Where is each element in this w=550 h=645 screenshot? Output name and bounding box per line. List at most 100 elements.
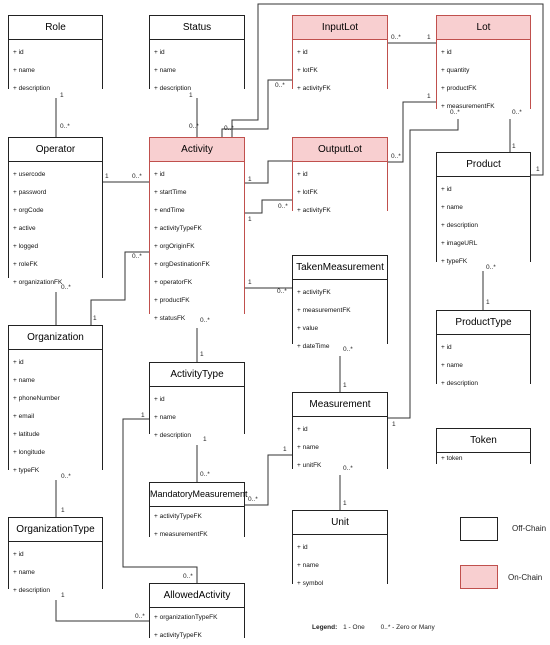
multiplicity-label: 0..*	[132, 253, 142, 260]
entity-attribute: + id	[297, 544, 308, 551]
multiplicity-label: 0..*	[391, 153, 401, 160]
multiplicity-label: 0..*	[391, 34, 401, 41]
multiplicity-label: 1	[200, 351, 204, 358]
multiplicity-label: 1	[248, 176, 252, 183]
multiplicity-label: 0..*	[278, 203, 288, 210]
entity-attribute: + id	[441, 186, 452, 193]
multiplicity-label: 1	[203, 436, 207, 443]
entity-outputlot: OutputLot + id + lotFK + activityFK	[292, 137, 388, 220]
entity-title: TakenMeasurement	[293, 256, 387, 280]
entity-attribute: + orgDestinationFK	[154, 261, 210, 268]
multiplicity-label: 1	[283, 446, 287, 453]
entity-measurement: Measurement + id + name + unitFK	[292, 392, 388, 475]
entity-title: InputLot	[293, 16, 387, 40]
entity-attribute: + productFK	[441, 85, 477, 92]
entity-title: Role	[9, 16, 102, 40]
entity-attribute: + id	[154, 171, 165, 178]
entity-attribute: + phoneNumber	[13, 395, 60, 402]
multiplicity-label: 1	[512, 143, 516, 150]
multiplicity-label: 1	[427, 34, 431, 41]
entity-attribute: + measurementFK	[154, 531, 208, 538]
entity-attribute: + active	[13, 225, 36, 232]
multiplicity-label: 0..*	[450, 109, 460, 116]
entity-attribute: + startTime	[154, 189, 187, 196]
multiplicity-label: 0..*	[132, 173, 142, 180]
entity-title: ProductType	[437, 311, 530, 335]
link-lot-measurement	[388, 119, 459, 419]
entity-attribute: + endTime	[154, 207, 185, 214]
entity-title: Unit	[293, 511, 387, 535]
entity-attribute: + measurementFK	[441, 103, 495, 110]
multiplicity-label: 0..*	[200, 471, 210, 478]
link-outputlot-lot	[388, 101, 436, 163]
entity-attribute: + activityFK	[297, 207, 331, 214]
multiplicity-label: 0..*	[277, 288, 287, 295]
entity-title: MandatoryMeasurement	[150, 483, 248, 507]
entity-attribute: + typeFK	[441, 258, 468, 265]
entity-title: OrganizationType	[9, 518, 102, 542]
entity-title: Token	[437, 429, 530, 453]
multiplicity-label: 1	[189, 92, 193, 99]
link-activity-organization	[90, 251, 149, 325]
multiplicity-label: 1	[343, 382, 347, 389]
entity-attribute: + typeFK	[13, 467, 40, 474]
entity-attribute: + organizationFK	[13, 279, 63, 286]
entity-attribute: + description	[154, 85, 192, 92]
entity-attribute: + password	[13, 189, 47, 196]
entity-attribute: + operatorFK	[154, 279, 193, 286]
entity-attribute: + name	[154, 67, 176, 74]
entity-attribute: + dateTime	[297, 343, 330, 350]
entity-title: Product	[437, 153, 530, 177]
entity-attribute: + quantity	[441, 67, 470, 74]
entity-attribute: + id	[441, 344, 452, 351]
entity-attribute: + activityFK	[297, 289, 331, 296]
entity-attribute: + id	[154, 396, 165, 403]
multiplicity-label: 0..*	[61, 473, 71, 480]
entity-allowedactivity: AllowedActivity + organizationTypeFK + a…	[149, 583, 245, 645]
entity-attribute: + id	[297, 49, 308, 56]
entity-attribute: + name	[297, 444, 319, 451]
entity-attribute: + activityTypeFK	[154, 513, 202, 520]
legend-footer: Legend: 1 - One 0..* - Zero or Many	[312, 624, 435, 631]
legend-one-text: 1 - One	[343, 624, 365, 631]
multiplicity-label: 0..*	[486, 264, 496, 271]
link-activity-product	[231, 3, 544, 176]
entity-product: Product + id + name + description + imag…	[436, 152, 531, 271]
link-activity-outputlot-2	[245, 199, 292, 214]
entity-attribute: + usercode	[13, 171, 46, 178]
entity-attribute: + statusFK	[154, 315, 186, 322]
multiplicity-label: 0..*	[343, 346, 353, 353]
multiplicity-label: 0..*	[512, 109, 522, 116]
multiplicity-label: 0..*	[343, 465, 353, 472]
entity-title: AllowedActivity	[150, 584, 244, 608]
multiplicity-label: 1	[248, 279, 252, 286]
multiplicity-label: 1	[105, 173, 109, 180]
legend-many-text: 0..* - Zero or Many	[380, 624, 435, 631]
multiplicity-label: 1	[392, 421, 396, 428]
multiplicity-label: 1	[248, 216, 252, 223]
entity-attribute: + latitude	[13, 431, 40, 438]
entity-attribute: + id	[13, 359, 24, 366]
entity-producttype: ProductType + id + name + description	[436, 310, 531, 393]
multiplicity-label: 1	[93, 315, 97, 322]
entity-attribute: + productFK	[154, 297, 190, 304]
multiplicity-label: 0..*	[200, 317, 210, 324]
entity-status: Status + id + name + description	[149, 15, 245, 98]
entity-mandatorymeasurement: MandatoryMeasurement + activityTypeFK + …	[149, 482, 248, 544]
entity-attribute: + description	[154, 432, 192, 439]
multiplicity-label: 1	[60, 92, 64, 99]
entity-title: Organization	[9, 326, 102, 350]
entity-organizationtype: OrganizationType + id + name + descripti…	[8, 517, 103, 600]
entity-attribute: + description	[13, 85, 51, 92]
multiplicity-label: 0..*	[183, 573, 193, 580]
entity-takenmeasurement: TakenMeasurement + activityFK + measurem…	[292, 255, 388, 356]
entity-token: Token + token	[436, 428, 531, 465]
entity-activitytype: ActivityType + id + name + description	[149, 362, 245, 445]
entity-title: Operator	[9, 138, 102, 162]
entity-title: OutputLot	[293, 138, 387, 162]
entity-attribute: + activityTypeFK	[154, 632, 202, 639]
link-measurement-mandatorymeasurement	[245, 454, 292, 506]
entity-attribute: + lotFK	[297, 67, 318, 74]
entity-lot: Lot + id + quantity + productFK + measur…	[436, 15, 531, 116]
multiplicity-label: 0..*	[248, 496, 258, 503]
